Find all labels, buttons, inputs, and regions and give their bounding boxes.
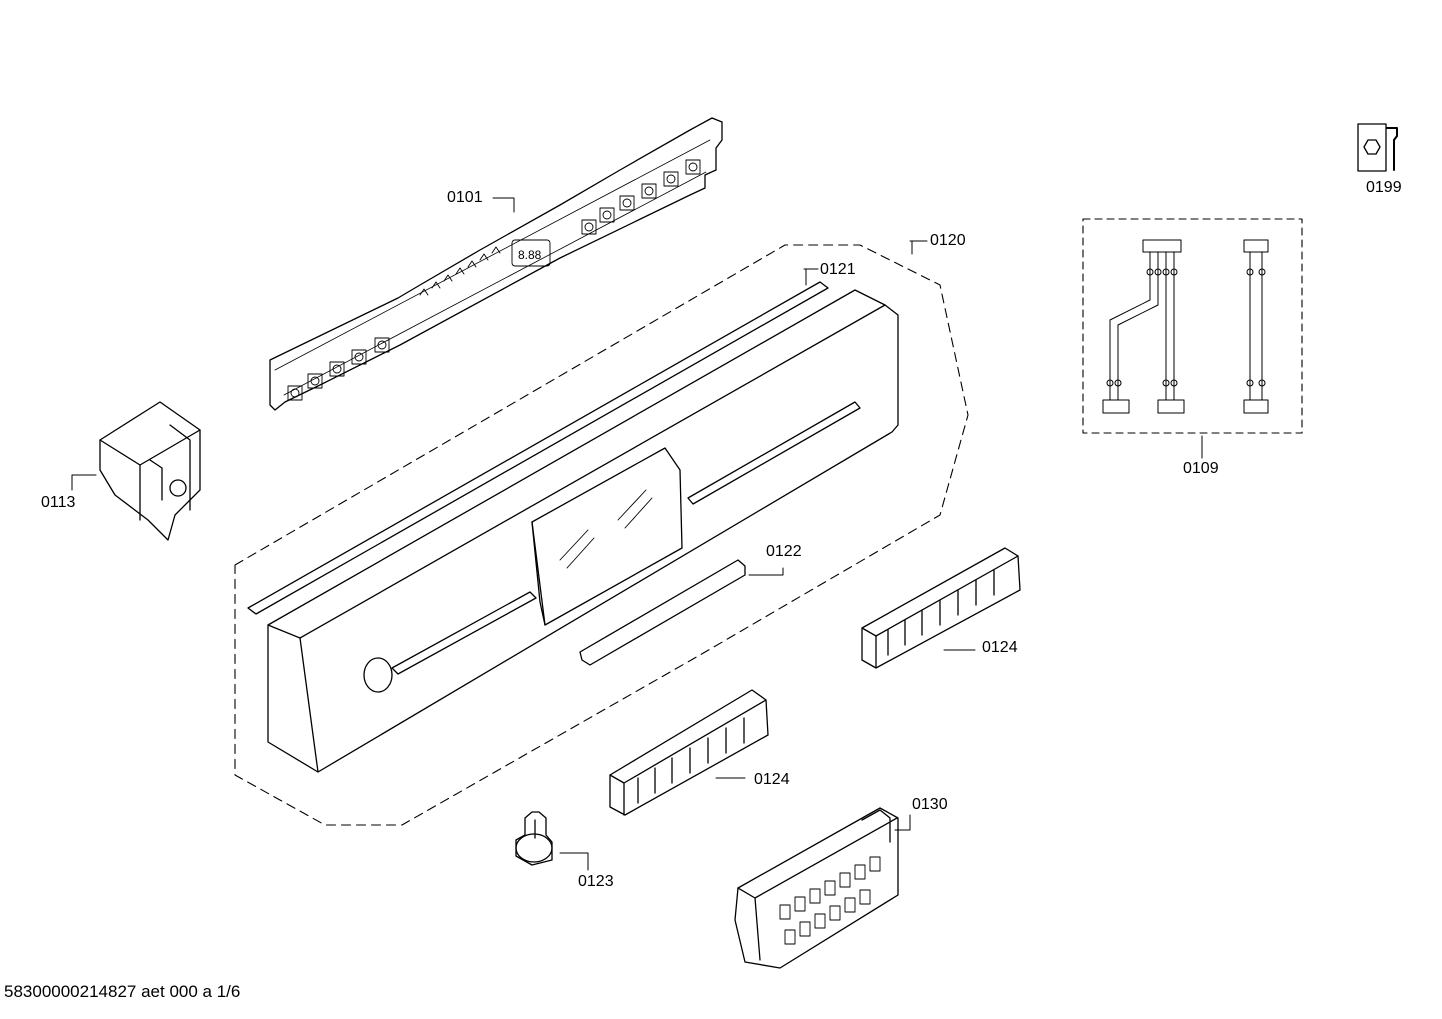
part-label-0113: 0113 — [41, 494, 76, 511]
svg-text:8.88: 8.88 — [518, 248, 542, 262]
part-label-0121: 0121 — [820, 261, 856, 278]
part-label-0124-lower: 0124 — [754, 771, 790, 788]
part-label-0101: 0101 — [447, 189, 483, 206]
part-label-0199: 0199 — [1366, 179, 1402, 196]
indicator-strip-part[interactable] — [579, 559, 746, 666]
cable-set-part[interactable] — [1102, 239, 1269, 414]
seal-strip-part[interactable] — [247, 281, 829, 615]
document-footer: 58300000214827 aet 000 a 1/6 — [4, 982, 241, 1001]
wrench-icon — [1357, 123, 1398, 172]
control-board-part[interactable]: 8.88 — [269, 117, 723, 411]
button-row-part-lower[interactable] — [609, 689, 769, 816]
cable-set-outline — [1082, 218, 1303, 434]
part-label-0109: 0109 — [1183, 460, 1219, 477]
part-label-0124-upper: 0124 — [982, 639, 1018, 656]
button-row-part[interactable] — [861, 547, 1021, 669]
leader-lines — [71, 197, 1203, 871]
part-label-0122: 0122 — [766, 543, 802, 560]
panel-assembly-outline — [234, 244, 969, 826]
control-panel-part[interactable] — [267, 289, 899, 773]
selector-housing-part[interactable] — [734, 807, 899, 969]
switch-housing-part[interactable] — [99, 401, 201, 541]
part-label-0120: 0120 — [930, 232, 966, 249]
knob-part[interactable] — [515, 811, 553, 866]
part-label-0123: 0123 — [578, 873, 614, 890]
part-label-0130: 0130 — [912, 796, 948, 813]
